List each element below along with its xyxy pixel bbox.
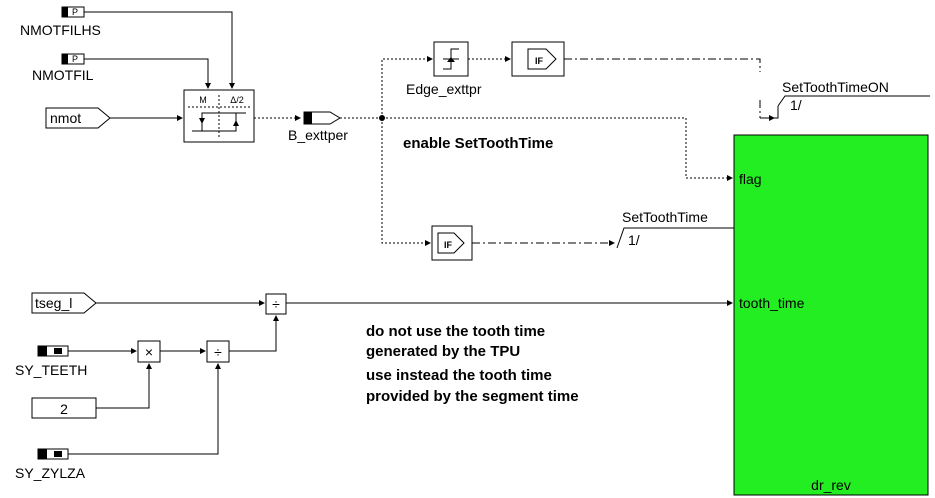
divide-block-top[interactable]: ÷ [265,293,287,315]
wire-div-out [229,315,279,352]
param-label-sy-zylza: SY_ZYLZA [15,465,86,481]
if-block-top[interactable]: IF [511,41,565,77]
signal-inv: 1/ [628,232,640,248]
edge-detector-block[interactable]: Edge_exttpr [406,41,482,97]
wire-const-two [96,363,152,409]
input-tseg-l[interactable]: tseg_l [31,292,97,314]
param-nmotfilhs[interactable]: P NMOTFILHS [20,6,101,38]
signal-b-exttper[interactable]: B_exttper [288,111,348,143]
param-glyph: P [72,7,78,17]
wire-if-top-out [564,58,761,72]
signal-set-tooth-time: SetToothTime 1/ [616,209,736,249]
wire-to-flag [382,117,733,181]
divide-glyph: ÷ [214,344,222,360]
if-block-bottom[interactable]: IF [431,225,473,261]
signal-inv-on: 1/ [790,97,802,113]
wire-to-if-bottom [381,118,431,246]
signal-label-set-tooth-time-on: SetToothTimeON [782,79,889,95]
divide-glyph: ÷ [272,296,280,312]
note-line: provided by the segment time [366,388,579,405]
param-sy-zylza[interactable]: SY_ZYLZA [15,448,86,481]
wire-nmotfilhs [84,11,235,89]
signal-set-tooth-time-on: SetToothTimeON 1/ [759,79,930,121]
note-line: use instead the tooth time [366,367,552,384]
port-tooth-time: tooth_time [739,295,805,311]
dr-rev-block[interactable]: flag tooth_time dr_rev [733,134,929,496]
param-glyph: P [72,54,78,64]
input-nmot[interactable]: nmot [45,107,111,129]
hysteresis-label-m: M [199,95,207,105]
multiply-block[interactable]: × [137,340,161,363]
wire-sy-zylza [68,363,221,455]
hysteresis-label-delta: Δ/2 [230,95,244,105]
input-label-nmot: nmot [50,110,81,126]
if-label: IF [444,240,453,250]
param-label-sy-teeth: SY_TEETH [15,362,87,378]
if-label: IF [535,56,544,66]
comment-note: do not use the tooth time generated by t… [366,323,579,405]
divide-block-bottom[interactable]: ÷ [206,340,230,363]
input-label-tseg-l: tseg_l [35,295,72,311]
signal-label-b-exttper: B_exttper [288,127,348,143]
block-name: dr_rev [811,477,851,493]
multiply-glyph: × [145,344,153,360]
port-flag: flag [739,171,762,187]
wire-nmotfil [84,58,211,89]
constant-two[interactable]: 2 [31,397,97,419]
param-label-nmotfil: NMOTFIL [32,67,94,83]
edge-label: Edge_exttpr [406,81,482,97]
param-label-nmotfilhs: NMOTFILHS [20,22,101,38]
note-line: do not use the tooth time [366,323,545,340]
param-nmotfil[interactable]: P NMOTFIL [32,53,94,83]
comment-enable: enable SetToothTime [403,135,553,152]
hysteresis-block[interactable]: M Δ/2 [183,89,255,143]
signal-label-set-tooth-time: SetToothTime [622,209,708,225]
constant-value: 2 [60,401,68,417]
note-line: generated by the TPU [366,343,520,360]
wire-to-edge [381,56,433,118]
